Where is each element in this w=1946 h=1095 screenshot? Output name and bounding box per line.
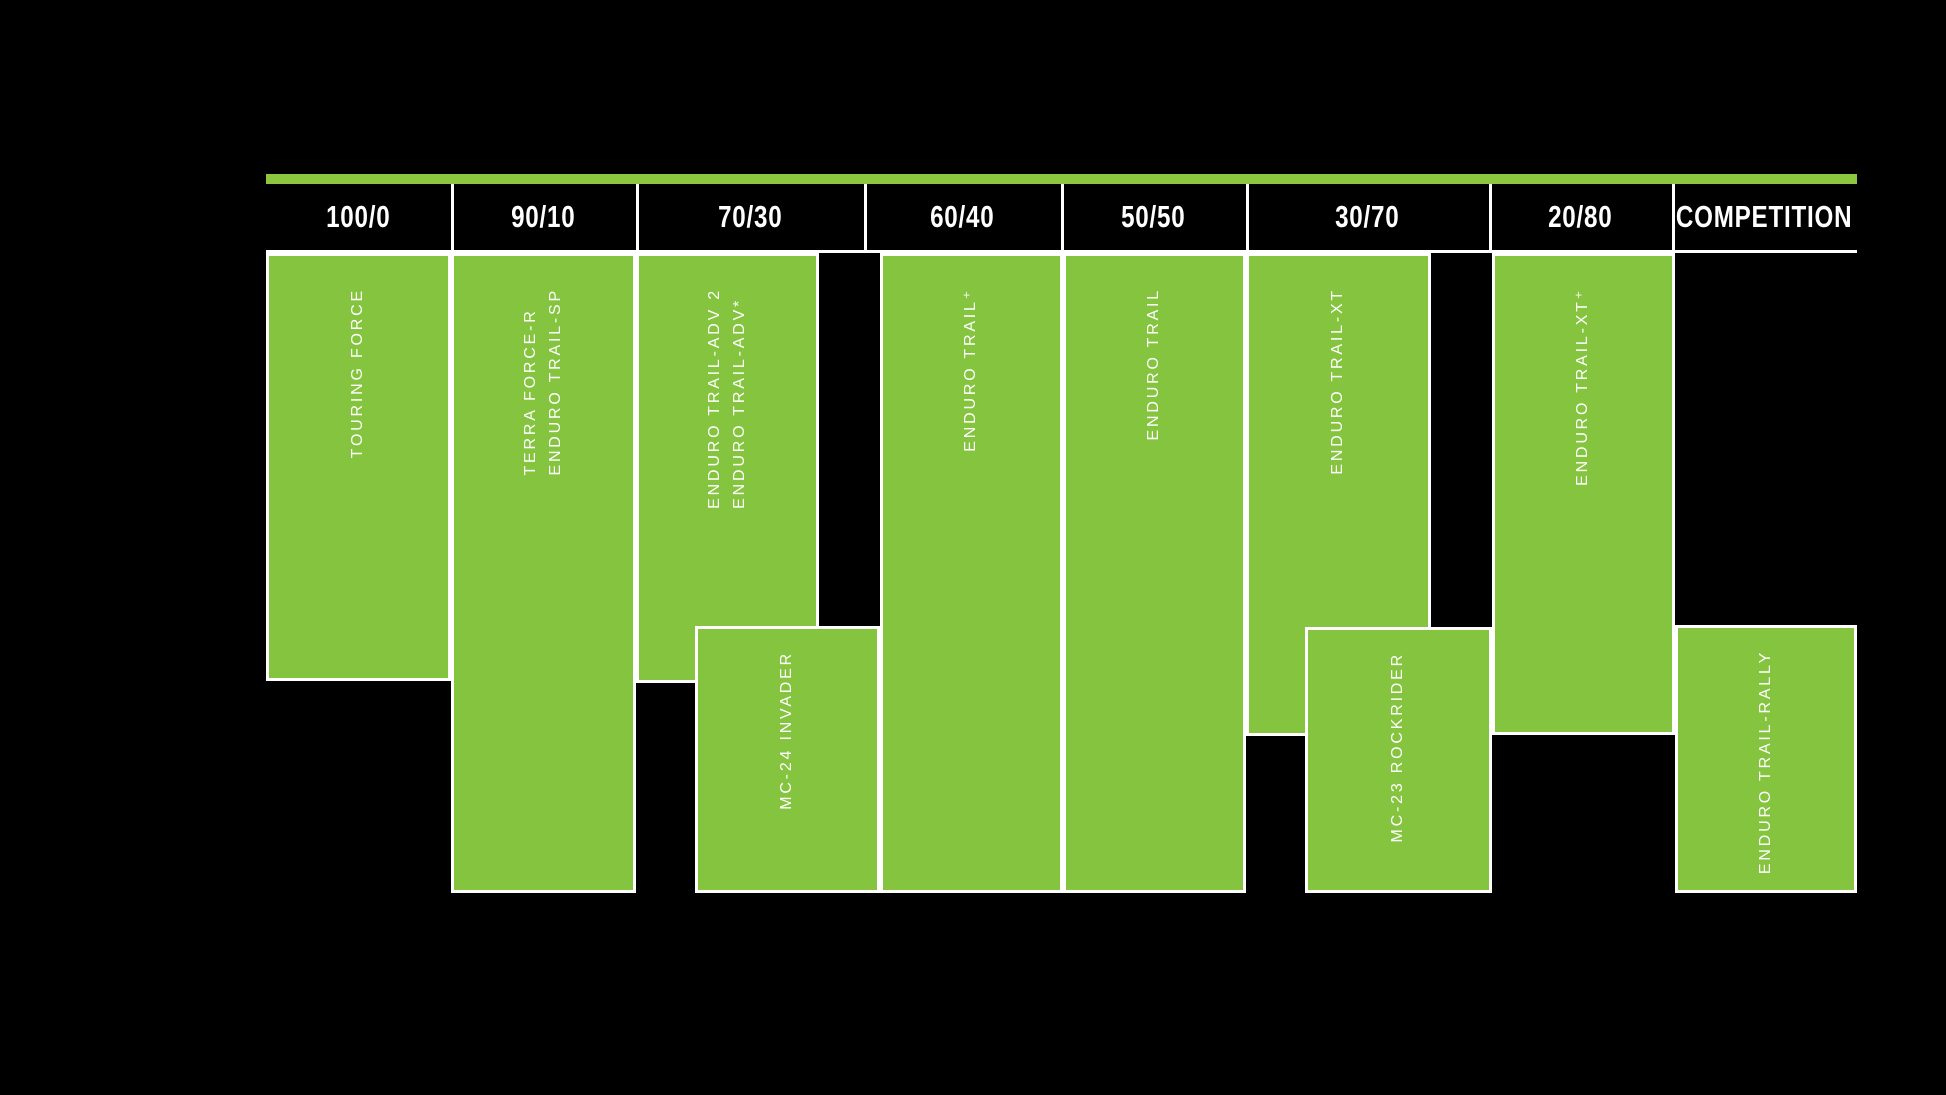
product-label: ENDURO TRAIL (1145, 288, 1163, 441)
product-label: MC-24 INVADER (778, 651, 796, 810)
category-header-100-0: 100/0 (266, 184, 451, 250)
product-block-enduro-trail-xt-plus: ENDURO TRAIL-XT⁺ (1492, 253, 1675, 735)
product-label: MC-23 ROCKRIDER (1389, 652, 1407, 843)
category-header-50-50: 50/50 (1061, 184, 1246, 250)
product-block-mc-23-rockrider: MC-23 ROCKRIDER (1305, 627, 1492, 893)
product-block-enduro-trail: ENDURO TRAIL (1063, 253, 1246, 893)
product-label: ENDURO TRAIL-XT (1329, 288, 1347, 475)
category-label: COMPETITION (1676, 199, 1853, 234)
product-block-touring-force: TOURING FORCE (266, 253, 451, 681)
category-label: 70/30 (717, 199, 783, 234)
category-axis-bar (266, 174, 1857, 184)
category-header-20-80: 20/80 (1489, 184, 1672, 250)
product-label: ENDURO TRAIL-RALLY (1756, 650, 1774, 875)
product-block-mc-24-invader: MC-24 INVADER (695, 626, 880, 893)
category-label: 60/40 (930, 199, 995, 234)
column-divider (1489, 184, 1492, 253)
category-label: 90/10 (511, 199, 576, 234)
category-header-70-30: 70/30 (636, 184, 864, 250)
category-header-60-40: 60/40 (864, 184, 1061, 250)
category-header-competition: COMPETITION (1672, 184, 1857, 250)
header-baseline (266, 250, 1857, 253)
category-label: 30/70 (1335, 199, 1400, 234)
category-header-90-10: 90/10 (451, 184, 636, 250)
column-divider (864, 184, 867, 253)
category-label: 20/80 (1548, 199, 1613, 234)
product-label: TOURING FORCE (349, 288, 367, 459)
product-label: ENDURO TRAIL-XT⁺ (1574, 288, 1592, 486)
category-header-30-70: 30/70 (1246, 184, 1489, 250)
category-label: 50/50 (1121, 199, 1186, 234)
column-divider (1061, 184, 1064, 253)
column-divider (451, 184, 454, 253)
product-block-enduro-trail-plus: ENDURO TRAIL⁺ (880, 253, 1063, 893)
product-block-enduro-trail-rally: ENDURO TRAIL-RALLY (1675, 625, 1857, 893)
product-label: ENDURO TRAIL⁺ (962, 288, 980, 452)
column-divider (636, 184, 639, 253)
category-label: 100/0 (326, 199, 391, 234)
column-divider (1246, 184, 1249, 253)
column-divider (1672, 184, 1675, 253)
